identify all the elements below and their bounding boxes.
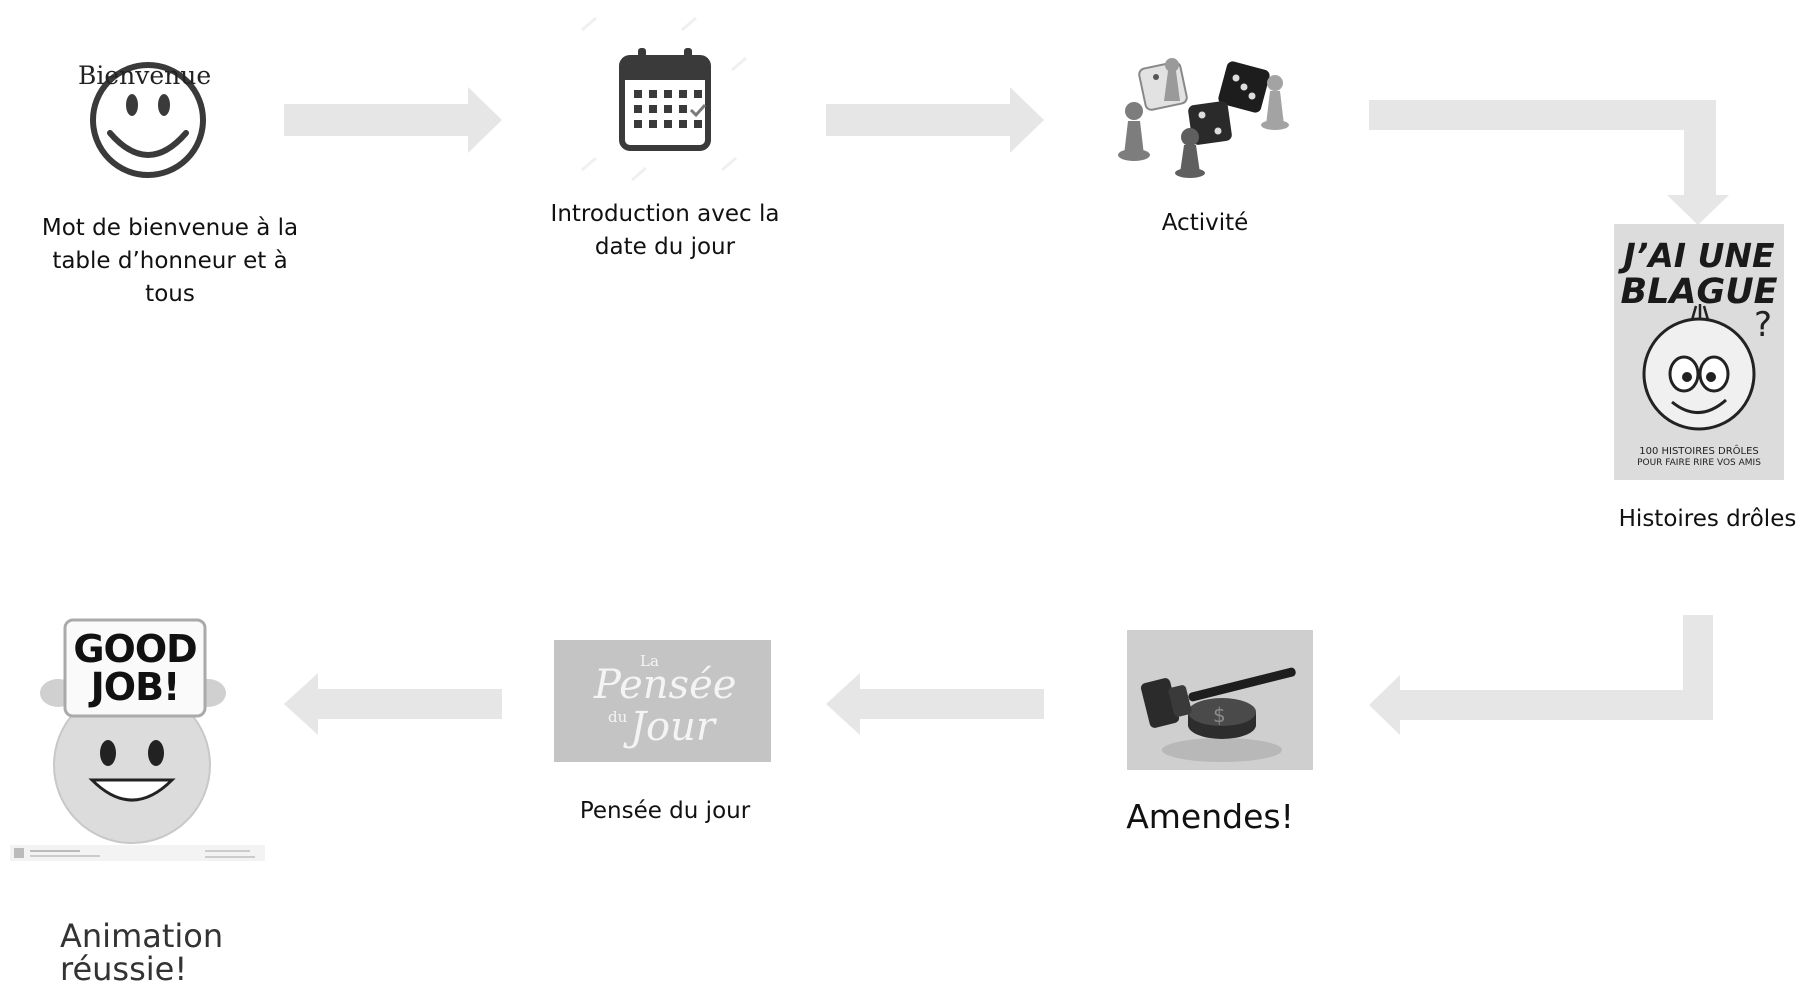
arrow-bent-down	[1369, 100, 1729, 225]
good-job-line1: GOOD	[73, 627, 197, 671]
fines-image: $	[1127, 630, 1313, 770]
smiley-icon	[90, 62, 206, 178]
step-jokes-label: Histoires drôles	[1618, 506, 1797, 532]
step-success-label: Animation réussie!	[60, 917, 224, 988]
arrow-left-1	[826, 673, 1044, 735]
good-job-smiley-icon	[10, 618, 265, 861]
jokes-title-line2: BLAGUE	[1620, 272, 1778, 312]
step-intro-label: Introduction avec la date du jour	[550, 201, 780, 260]
good-job-line2: JOB!	[90, 665, 181, 709]
svg-text:$: $	[1213, 703, 1226, 727]
jokes-title-line1: J’AI UNE	[1623, 236, 1775, 275]
arrow-right-1	[284, 87, 502, 153]
activity-image	[1112, 45, 1297, 180]
intro-image	[572, 10, 757, 190]
step-thought-label: Pensée du jour	[579, 798, 751, 824]
jokes-image: ? J’AI UNE BLAGUE 100 HISTOIRES DRÔLES P…	[1614, 224, 1784, 480]
welcome-image: Bienvenue	[70, 55, 240, 185]
arrow-bent-left	[1369, 615, 1713, 735]
welcome-image-text: Bienvenue	[78, 61, 212, 90]
arrow-left-2	[284, 673, 502, 735]
arrow-right-2	[826, 87, 1044, 153]
jokes-footer-line2: POUR FAIRE RIRE VOS AMIS	[1637, 458, 1761, 468]
thought-image: La Pensée du Jour	[554, 640, 771, 762]
gavel-icon: $	[1140, 667, 1296, 762]
step-welcome-label: Mot de bienvenue à la table d’honneur et…	[41, 215, 299, 307]
jokes-footer-line1: 100 HISTOIRES DRÔLES	[1639, 446, 1759, 457]
calendar-icon	[581, 16, 747, 182]
step-activity-label: Activité	[1161, 210, 1249, 236]
thought-card-line2: Pensée	[594, 662, 737, 708]
thought-card-line4: Jour	[630, 704, 715, 750]
success-image: GOOD JOB!	[10, 615, 265, 865]
dice-pawns-icon	[1118, 58, 1289, 178]
joke-book-icon: ?	[1642, 304, 1772, 431]
thought-card-line1: La	[640, 652, 659, 670]
step-fines-label: Amendes!	[1126, 797, 1294, 836]
thought-card-line3: du	[608, 708, 628, 726]
svg-text:?: ?	[1754, 305, 1772, 345]
